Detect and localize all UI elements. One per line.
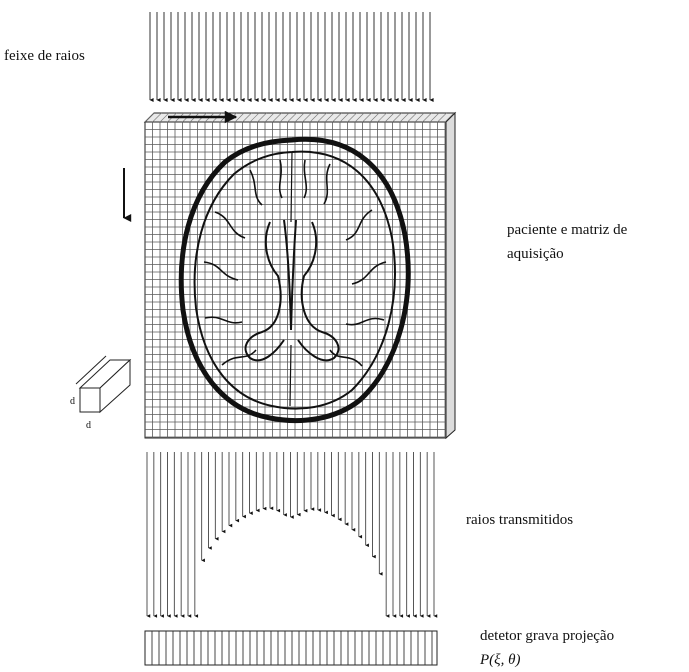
detector-array: [145, 631, 437, 665]
voxel-front-face: [80, 388, 100, 412]
patient-matrix-label-line2: aquisição: [507, 242, 627, 266]
patient-matrix-label: paciente e matriz de aquisição: [507, 218, 627, 266]
transmitted-ray-beam: [147, 452, 434, 616]
voxel-bottom-label: d: [86, 420, 91, 431]
patient-matrix-label-line1: paciente e matriz de: [507, 218, 627, 242]
detector-cells: [152, 631, 432, 665]
voxel-side-label: d: [70, 396, 75, 407]
detector-label-line1: detetor grava projeção: [480, 624, 614, 648]
incident-beam-label: feixe de raios: [4, 46, 85, 66]
voxel-box: [76, 356, 130, 412]
detector-housing: [145, 631, 437, 665]
projection-formula: P(ξ, θ): [480, 648, 614, 672]
transmitted-rays-label: raios transmitidos: [466, 510, 573, 530]
incident-ray-beam: [150, 12, 430, 100]
detector-label: detetor grava projeção P(ξ, θ): [480, 624, 614, 672]
matrix-right-face: [446, 113, 455, 438]
